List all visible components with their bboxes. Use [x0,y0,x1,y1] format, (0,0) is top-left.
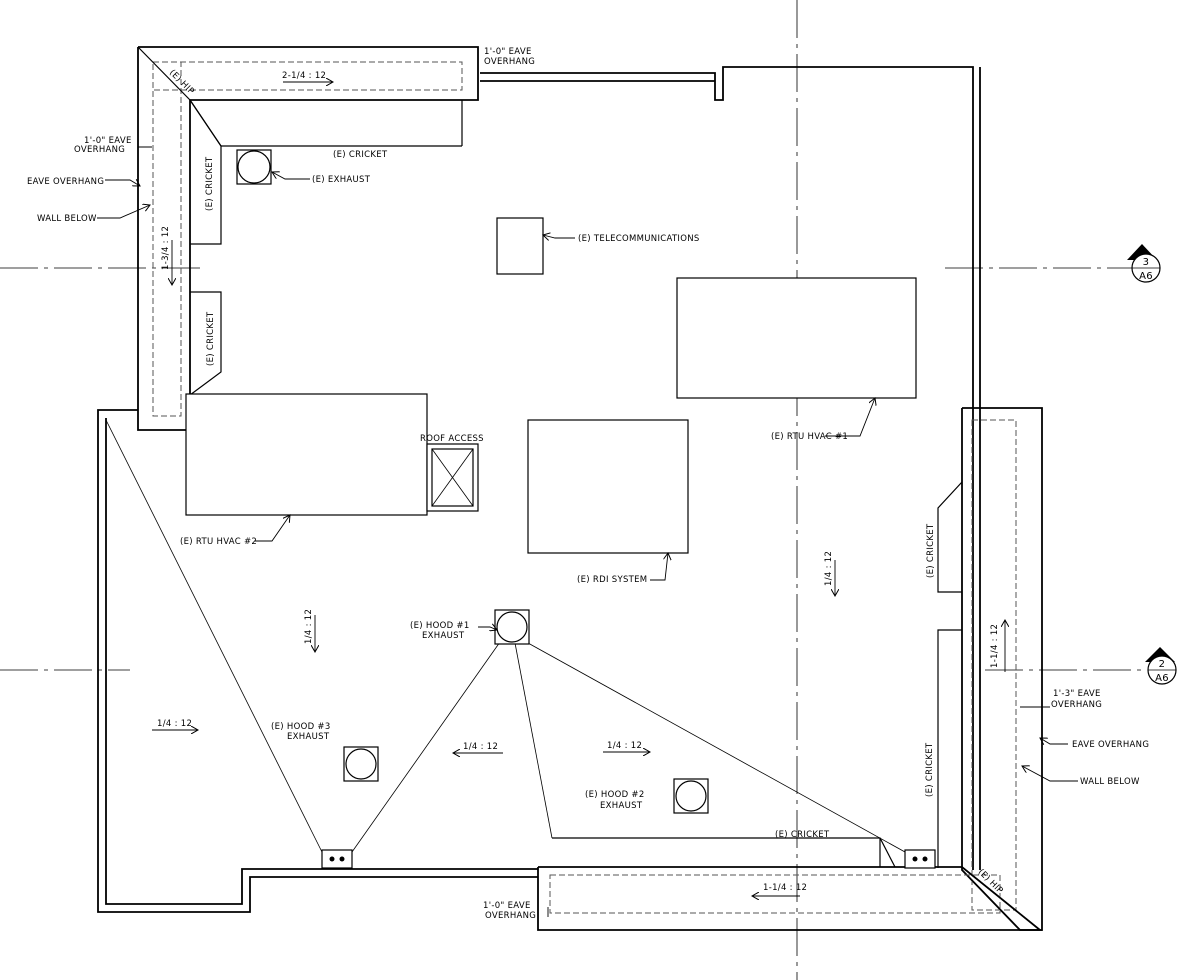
cricket-bottom [552,837,896,868]
drain-right [904,849,936,869]
label-telecom: (E) TELECOMMUNICATIONS [578,234,700,244]
section-mark-2-number: 2 [1159,659,1166,670]
slope-far-left: 1/4 : 12 [157,719,192,729]
label-rdi: (E) RDI SYSTEM [577,575,647,585]
building-outline [97,66,981,913]
label-wall-below-right: WALL BELOW [1080,777,1140,787]
label-rtu1: (E) RTU HVAC #1 [771,432,848,442]
slope-center-left: 1/4 : 12 [304,609,314,644]
rtu-hvac-1 [676,277,917,399]
slope-top: 2-1/4 : 12 [282,71,326,81]
slope-center-h: 1/4 : 12 [607,741,642,751]
label-eave-left-1: 1'-0" EAVE [84,136,132,146]
label-eave-bottom-1: 1'-0" EAVE [483,901,531,911]
label-wall-below-left: WALL BELOW [37,214,97,224]
label-eave-bottom-2: OVERHANG [485,911,536,921]
label-eave-top-1: 1'-0" EAVE [484,47,532,57]
label-eave-overhang-left: EAVE OVERHANG [27,177,104,187]
slope-left: 1-3/4 : 12 [161,226,171,270]
label-exhaust-top: (E) EXHAUST [312,175,371,185]
section-mark-2: 2 A6 [1145,647,1177,685]
label-rtu2: (E) RTU HVAC #2 [180,537,257,547]
rdi-system [527,419,689,554]
label-cricket-top: (E) CRICKET [333,150,388,160]
label-cricket-right-1: (E) CRICKET [926,523,936,578]
label-eave-overhang-right: EAVE OVERHANG [1072,740,1149,750]
label-hood1-2: EXHAUST [422,631,465,641]
label-hood1-1: (E) HOOD #1 [410,621,470,631]
label-eave-right-2: OVERHANG [1051,700,1102,710]
slope-bottom-eave: 1-1/4 : 12 [763,883,807,893]
section-mark-3: 3 A6 [1127,244,1161,283]
drain-left [321,849,353,869]
slope-arrows [152,82,1005,896]
telecommunications-box [496,217,544,275]
section-mark-2-sheet: A6 [1155,673,1169,684]
label-hood2-2: EXHAUST [600,801,643,811]
label-eave-right-1: 1'-3" EAVE [1053,689,1101,699]
rtu-hvac-2 [185,393,428,516]
hood-1-exhaust [494,609,530,645]
label-eave-top-2: OVERHANG [484,57,535,67]
label-eave-left-2: OVERHANG [74,145,125,155]
eave-top-left [137,46,479,431]
equipment [185,149,936,869]
label-roof-access: ROOF ACCESS [420,434,484,444]
eave-right [937,407,1043,931]
label-cricket-left-1: (E) CRICKET [205,156,215,211]
valley-lines [105,419,906,853]
label-hood3-1: (E) HOOD #3 [271,722,331,732]
label-hood3-2: EXHAUST [287,732,330,742]
label-cricket-left-2: (E) CRICKET [206,311,216,366]
label-cricket-bottom: (E) CRICKET [775,830,830,840]
eave-bottom [537,866,1043,931]
leader-lines [97,146,1078,917]
roof-access-hatch [426,443,479,512]
hood-2-exhaust [673,778,709,814]
slope-right-eave: 1-1/4 : 12 [990,624,1000,668]
labels: 1'-0" EAVE OVERHANG 2-1/4 : 12 (E) HIP 1… [27,47,1149,921]
slope-center-v: 1/4 : 12 [463,742,498,752]
grid-lines [0,0,1146,980]
section-mark-3-number: 3 [1143,257,1150,268]
section-mark-3-sheet: A6 [1139,271,1153,282]
label-cricket-right-2: (E) CRICKET [925,742,935,797]
cricket-top-left [189,99,462,396]
slope-right-v: 1/4 : 12 [824,551,834,586]
label-hood2-1: (E) HOOD #2 [585,790,645,800]
hood-3-exhaust [343,746,379,782]
exhaust-top-circle [237,150,271,184]
